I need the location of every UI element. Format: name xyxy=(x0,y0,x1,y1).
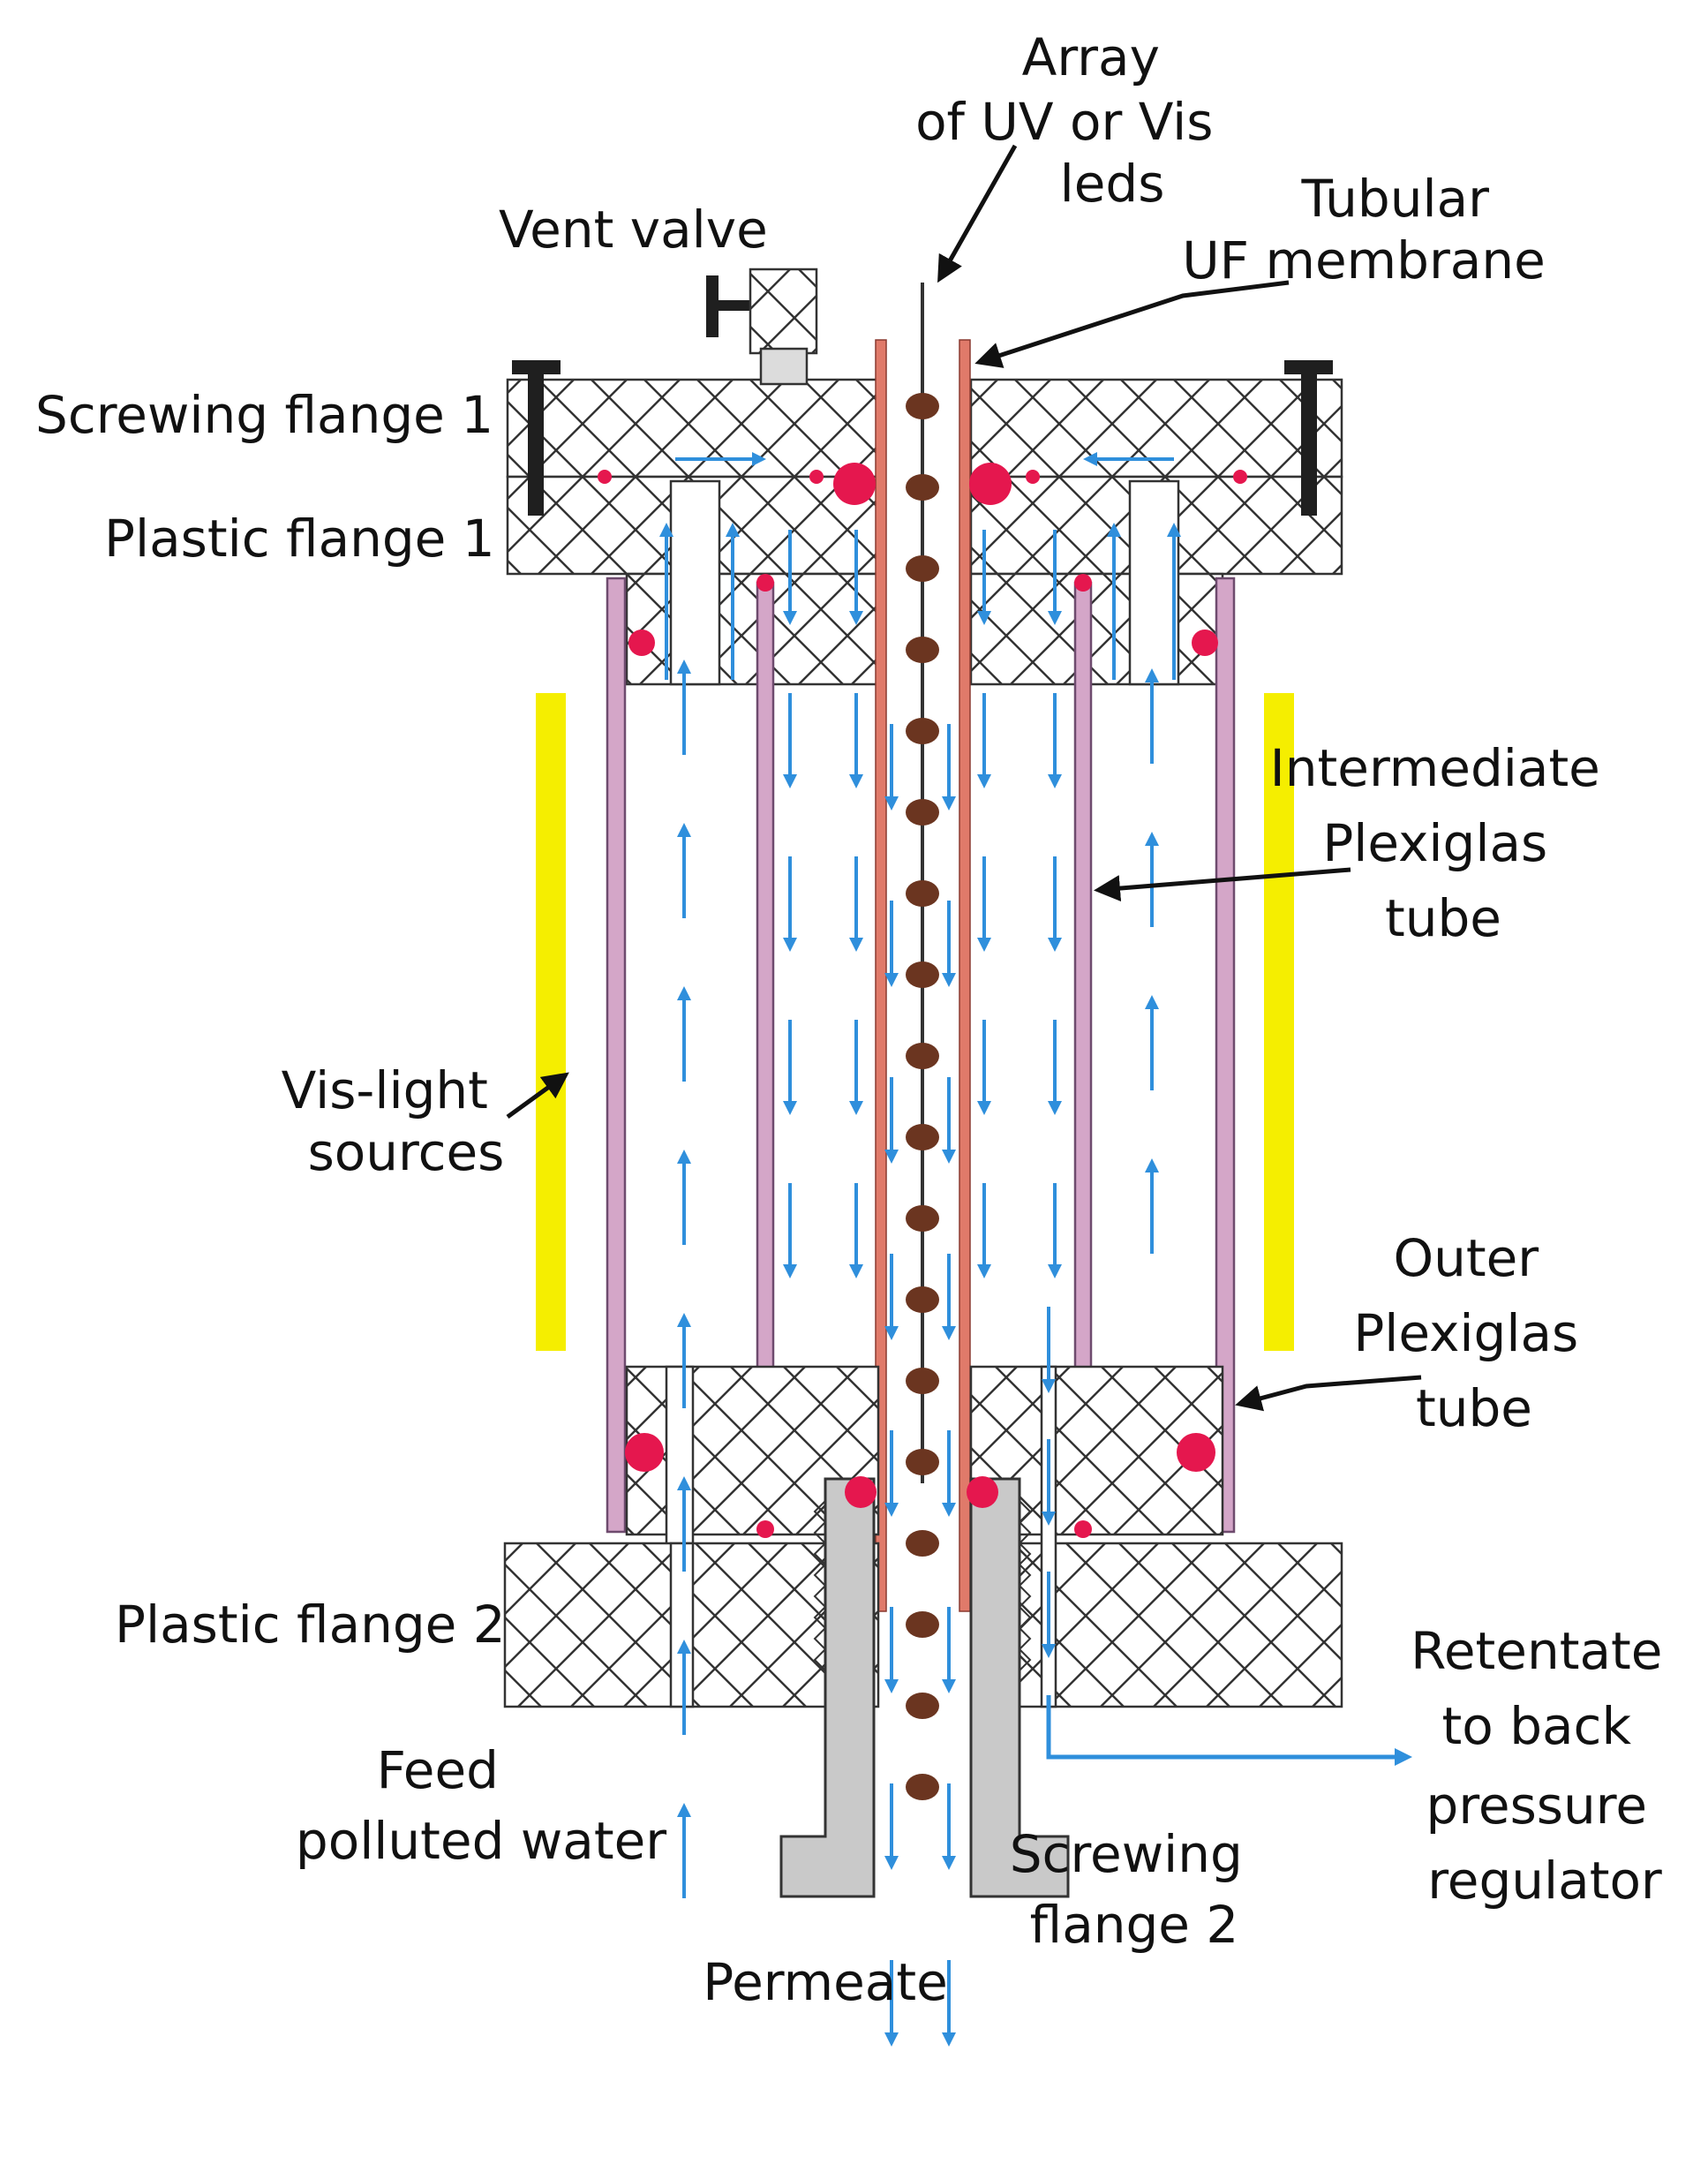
led-dot xyxy=(906,637,939,663)
plastic-flange-1-step-right xyxy=(969,572,1224,686)
screwing-flange-2 xyxy=(779,1477,1070,1898)
uf-membrane-right xyxy=(959,339,971,1612)
label-feed: Feed polluted water xyxy=(296,1740,666,1871)
led-dot xyxy=(906,1611,939,1638)
led-dot xyxy=(906,718,939,744)
plastic-flange-1-step-left xyxy=(625,572,880,686)
led-dot xyxy=(906,1693,939,1719)
screw-bolt-left xyxy=(512,360,561,516)
o-ring xyxy=(1026,470,1040,484)
led-dot xyxy=(906,1124,939,1150)
retentate-outlet-line xyxy=(1046,1695,1412,1766)
vis-light-source-left xyxy=(536,693,566,1351)
o-ring xyxy=(756,574,774,592)
leader-outer-tube xyxy=(1235,1375,1422,1412)
label-array-leds: Array of UV or Vis leds xyxy=(915,27,1230,214)
o-rings xyxy=(598,463,1247,1538)
leader-uf-membrane xyxy=(974,280,1290,368)
o-ring xyxy=(809,470,824,484)
flow-arrows xyxy=(659,452,1181,2047)
led-dot xyxy=(906,1530,939,1557)
led-dot xyxy=(906,1774,939,1800)
o-ring xyxy=(1074,1520,1092,1538)
led-dot xyxy=(906,1286,939,1313)
o-ring xyxy=(1074,574,1092,592)
o-ring xyxy=(1177,1433,1215,1472)
label-vis-light: Vis-light sources xyxy=(282,1060,505,1182)
led-dot xyxy=(906,1205,939,1232)
o-ring xyxy=(1192,630,1218,656)
led-dot xyxy=(906,393,939,419)
plastic-flange-2-right xyxy=(969,1542,1343,1708)
label-screwing-flange-2: Screwing flange 2 xyxy=(1010,1824,1260,1955)
led-dot xyxy=(906,1449,939,1475)
outer-plexiglas-tube-left xyxy=(606,577,627,1534)
o-ring xyxy=(598,470,612,484)
led-array xyxy=(906,393,939,1800)
label-outer-tube: Outer Plexiglas tube xyxy=(1353,1228,1594,1438)
led-dot xyxy=(906,961,939,988)
o-ring xyxy=(967,1476,998,1508)
label-plastic-flange-2: Plastic flange 2 xyxy=(115,1595,506,1655)
led-dot xyxy=(906,474,939,501)
led-dot xyxy=(906,1043,939,1069)
vis-light-source-right xyxy=(1264,693,1294,1351)
o-ring xyxy=(625,1433,664,1472)
leader-array-leds xyxy=(937,144,1018,283)
led-dot xyxy=(906,1368,939,1394)
screwing-flange-1-left xyxy=(506,378,880,479)
label-vent-valve: Vent valve xyxy=(499,200,768,260)
label-plastic-flange-1: Plastic flange 1 xyxy=(104,509,495,569)
leader-intermediate-tube xyxy=(1094,867,1351,902)
led-dot xyxy=(906,880,939,907)
leader-vis-light xyxy=(506,1072,569,1120)
label-tubular-membrane: Tubular UF membrane xyxy=(1182,169,1546,290)
o-ring xyxy=(969,463,1012,505)
led-dot xyxy=(906,799,939,826)
vent-valve xyxy=(706,268,818,386)
o-ring xyxy=(628,630,655,656)
screwing-flange-1-right xyxy=(969,378,1343,479)
screw-bolt-right xyxy=(1284,360,1333,516)
o-ring xyxy=(833,463,876,505)
o-ring xyxy=(1233,470,1247,484)
o-ring xyxy=(845,1476,877,1508)
outer-plexiglas-tube-right xyxy=(1215,577,1236,1534)
label-retentate: Retentate to back pressure regulator xyxy=(1411,1621,1679,1911)
label-screwing-flange-1: Screwing flange 1 xyxy=(35,385,493,445)
o-ring xyxy=(756,1520,774,1538)
label-intermediate-tube: Intermediate Plexiglas tube xyxy=(1270,738,1617,948)
label-permeate: Permeate xyxy=(703,1952,948,2012)
led-dot xyxy=(906,555,939,582)
